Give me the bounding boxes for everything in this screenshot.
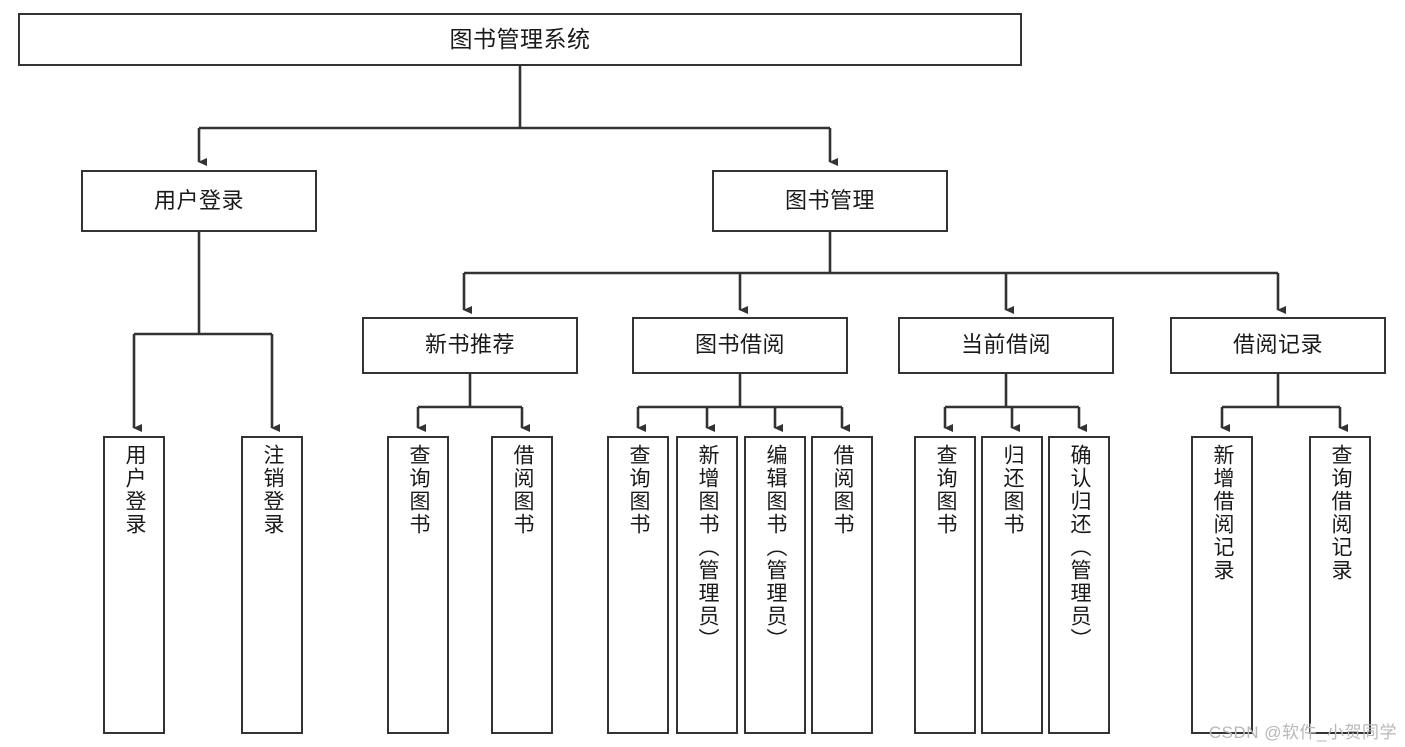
node-label: 查询图书 bbox=[407, 444, 431, 536]
node-leaf-query-book-1[interactable]: 查询图书 bbox=[387, 436, 449, 734]
node-label: 图书借阅 bbox=[694, 332, 785, 358]
node-leaf-user-login[interactable]: 用户登录 bbox=[103, 436, 165, 734]
node-leaf-confirm-return[interactable]: 确认归还（管理员） bbox=[1048, 436, 1110, 734]
node-current-borrow[interactable]: 当前借阅 bbox=[898, 317, 1114, 374]
node-label: 借阅记录 bbox=[1232, 332, 1323, 358]
node-label: 查询借阅记录 bbox=[1329, 444, 1353, 582]
node-label: 借阅图书 bbox=[831, 444, 855, 536]
node-leaf-add-book[interactable]: 新增图书（管理员） bbox=[676, 436, 738, 734]
node-label: 新增图书（管理员） bbox=[696, 444, 720, 651]
csdn-watermark: CSDN @软件_小贺同学 bbox=[1208, 723, 1397, 742]
node-label: 图书管理 bbox=[784, 187, 875, 213]
node-root-system[interactable]: 图书管理系统 bbox=[18, 13, 1022, 66]
node-label: 用户登录 bbox=[153, 187, 244, 213]
node-label: 新增借阅记录 bbox=[1211, 444, 1235, 582]
node-leaf-query-book-3[interactable]: 查询图书 bbox=[914, 436, 976, 734]
node-label: 借阅图书 bbox=[511, 444, 535, 536]
node-user-login[interactable]: 用户登录 bbox=[81, 170, 317, 232]
node-label: 查询图书 bbox=[934, 444, 958, 536]
node-label: 编辑图书（管理员） bbox=[764, 444, 788, 651]
node-label: 当前借阅 bbox=[960, 332, 1051, 358]
node-leaf-borrow-book-2[interactable]: 借阅图书 bbox=[811, 436, 873, 734]
node-leaf-return-book[interactable]: 归还图书 bbox=[981, 436, 1043, 734]
node-leaf-query-book-2[interactable]: 查询图书 bbox=[607, 436, 669, 734]
node-label: 用户登录 bbox=[123, 444, 147, 536]
node-label: 图书管理系统 bbox=[449, 25, 591, 52]
node-label: 新书推荐 bbox=[424, 332, 515, 358]
node-leaf-logout[interactable]: 注销登录 bbox=[241, 436, 303, 734]
node-borrow-record[interactable]: 借阅记录 bbox=[1170, 317, 1386, 374]
node-leaf-borrow-book-1[interactable]: 借阅图书 bbox=[491, 436, 553, 734]
node-book-borrow[interactable]: 图书借阅 bbox=[632, 317, 848, 374]
node-book-manage[interactable]: 图书管理 bbox=[712, 170, 948, 232]
node-label: 归还图书 bbox=[1001, 444, 1025, 536]
node-label: 注销登录 bbox=[261, 444, 285, 536]
node-leaf-add-record[interactable]: 新增借阅记录 bbox=[1191, 436, 1253, 734]
node-label: 确认归还（管理员） bbox=[1068, 444, 1092, 651]
node-new-book-recommend[interactable]: 新书推荐 bbox=[362, 317, 578, 374]
node-leaf-edit-book[interactable]: 编辑图书（管理员） bbox=[744, 436, 806, 734]
node-leaf-query-record[interactable]: 查询借阅记录 bbox=[1309, 436, 1371, 734]
node-label: 查询图书 bbox=[627, 444, 651, 536]
